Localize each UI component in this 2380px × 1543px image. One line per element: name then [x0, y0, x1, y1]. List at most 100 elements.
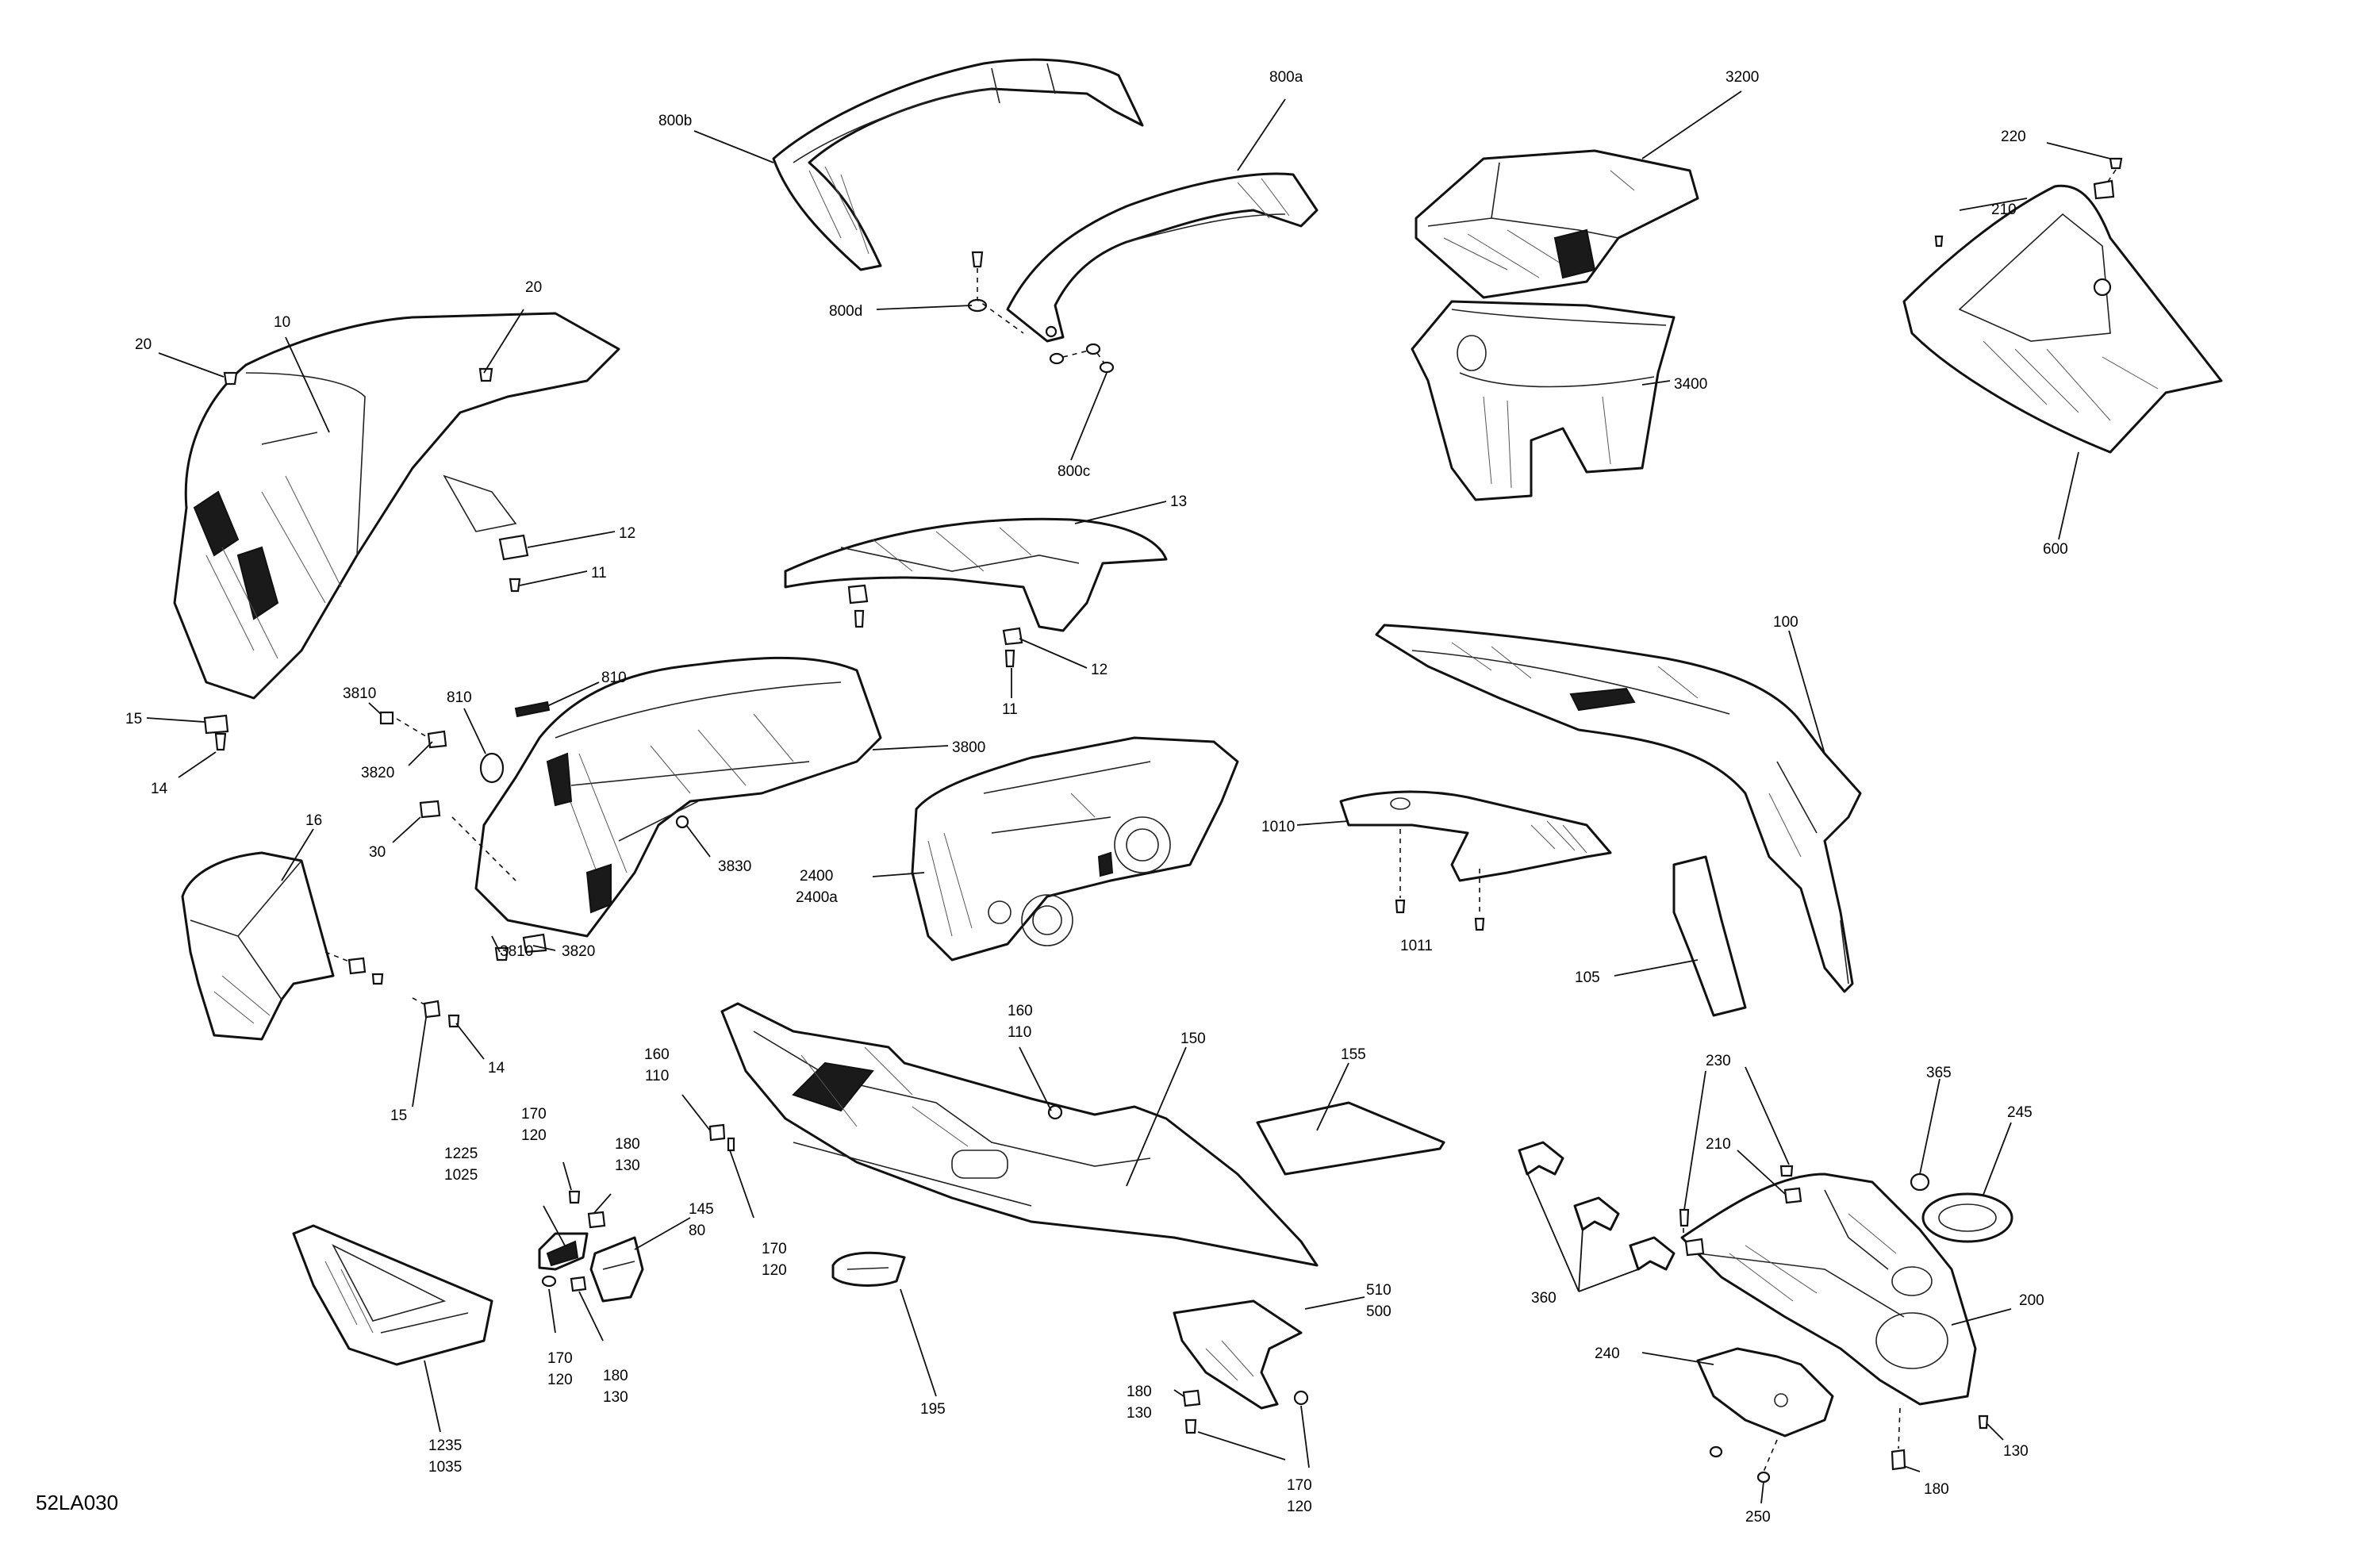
hardware-part-510: [1182, 1389, 1309, 1434]
callout-110: 110: [645, 1068, 669, 1084]
callout-150: 150: [1180, 1031, 1206, 1047]
part-3200: [1415, 149, 1699, 299]
callout-810: 810: [447, 689, 472, 706]
callout-170: 170: [1287, 1477, 1312, 1494]
callout-245: 245: [2007, 1104, 2033, 1121]
callout-3800: 3800: [952, 739, 985, 756]
part-600: [1902, 184, 2223, 454]
callout-105: 105: [1575, 969, 1600, 986]
hardware-1011: [1395, 829, 1485, 931]
callout-12: 12: [619, 525, 635, 542]
hardware-part-150: [708, 1123, 735, 1152]
callout-2400a: 2400a: [796, 889, 838, 906]
part-200: [1680, 1173, 1977, 1406]
callout-1235: 1235: [428, 1437, 462, 1454]
callout-1010: 1010: [1261, 819, 1295, 835]
callout-210: 210: [1991, 202, 2017, 218]
part-13: [784, 517, 1168, 632]
callout-3200: 3200: [1726, 69, 1759, 86]
part-2400: [911, 736, 1239, 961]
callout-3830: 3830: [718, 858, 751, 875]
hardware-part-13: [847, 584, 1023, 668]
callout-15: 15: [125, 711, 142, 727]
part-195: [831, 1251, 906, 1287]
part-150: [720, 1002, 1319, 1267]
part-1225: [538, 1232, 589, 1271]
callout-170: 170: [521, 1106, 547, 1123]
callout-1011: 1011: [1400, 938, 1433, 954]
callout-120: 120: [1287, 1499, 1312, 1515]
callout-14: 14: [488, 1060, 505, 1077]
callout-labels: 800b 800a 800d 800c 3200 3400 220 210 60…: [36, 69, 2068, 1526]
callout-10: 10: [274, 314, 290, 331]
callout-1025: 1025: [444, 1167, 478, 1184]
callout-360: 360: [1531, 1290, 1557, 1307]
callout-160: 160: [1008, 1003, 1033, 1019]
callout-800b: 800b: [658, 113, 692, 129]
part-16: [181, 851, 335, 1041]
callout-130: 130: [1127, 1405, 1152, 1422]
callout-11: 11: [1002, 701, 1018, 718]
callout-170: 170: [547, 1350, 573, 1367]
callout-15: 15: [390, 1107, 407, 1124]
callout-80: 80: [689, 1223, 705, 1239]
part-1235: [292, 1224, 493, 1366]
callout-30: 30: [369, 844, 386, 861]
hardware-part-10: [203, 367, 529, 751]
callout-365: 365: [1926, 1065, 1952, 1081]
callout-800d: 800d: [829, 303, 862, 320]
callout-800c: 800c: [1058, 463, 1090, 480]
callout-16: 16: [305, 812, 322, 829]
callout-230: 230: [1706, 1053, 1731, 1069]
callout-180: 180: [1127, 1384, 1152, 1400]
callout-130: 130: [603, 1389, 628, 1406]
callout-220: 220: [2001, 129, 2026, 145]
callout-20: 20: [525, 279, 542, 296]
callout-3400: 3400: [1674, 376, 1707, 393]
callout-180: 180: [603, 1368, 628, 1384]
callout-13: 13: [1170, 493, 1187, 510]
callout-2400: 2400: [800, 868, 833, 885]
callout-11: 11: [591, 565, 607, 582]
callout-200: 200: [2019, 1292, 2044, 1309]
hardware-part-16: [324, 951, 460, 1028]
leader-200-dash: [1683, 1228, 1901, 1472]
callout-3820: 3820: [562, 943, 595, 960]
hardware-part-3800: [379, 700, 689, 961]
callout-180: 180: [1924, 1481, 1949, 1498]
leader-3800-dash: [396, 718, 516, 881]
callout-130: 130: [2003, 1443, 2029, 1460]
part-800b: [772, 58, 1144, 271]
callout-170: 170: [762, 1241, 787, 1257]
callout-800a: 800a: [1269, 69, 1303, 86]
callout-12: 12: [1091, 662, 1107, 678]
callout-510: 510: [1366, 1282, 1392, 1299]
part-100: [1375, 624, 1862, 993]
hardware-800d: [967, 251, 1024, 334]
callout-810: 810: [601, 670, 627, 686]
part-510: [1173, 1299, 1303, 1410]
callout-160: 160: [644, 1046, 670, 1063]
hardware-145: [541, 1190, 606, 1292]
callout-1225: 1225: [444, 1146, 478, 1162]
callout-155: 155: [1341, 1046, 1366, 1063]
callout-100: 100: [1773, 614, 1798, 631]
callout-145: 145: [689, 1201, 714, 1218]
part-245: [1921, 1192, 2013, 1243]
callout-1035: 1035: [428, 1459, 462, 1476]
part-3400: [1411, 300, 1676, 501]
callout-600: 600: [2043, 541, 2068, 558]
callout-3810: 3810: [343, 685, 376, 702]
callout-180: 180: [615, 1136, 640, 1153]
callout-130: 130: [615, 1157, 640, 1174]
part-1010: [1339, 790, 1612, 882]
callout-120: 120: [547, 1372, 573, 1388]
callout-210: 210: [1706, 1136, 1731, 1153]
part-155: [1256, 1101, 1445, 1176]
callout-3810: 3810: [500, 943, 533, 960]
drawing-reference: 52LA030: [36, 1491, 118, 1514]
hardware-800c: [1049, 343, 1115, 374]
part-240: [1696, 1347, 1834, 1437]
callout-500: 500: [1366, 1303, 1392, 1320]
